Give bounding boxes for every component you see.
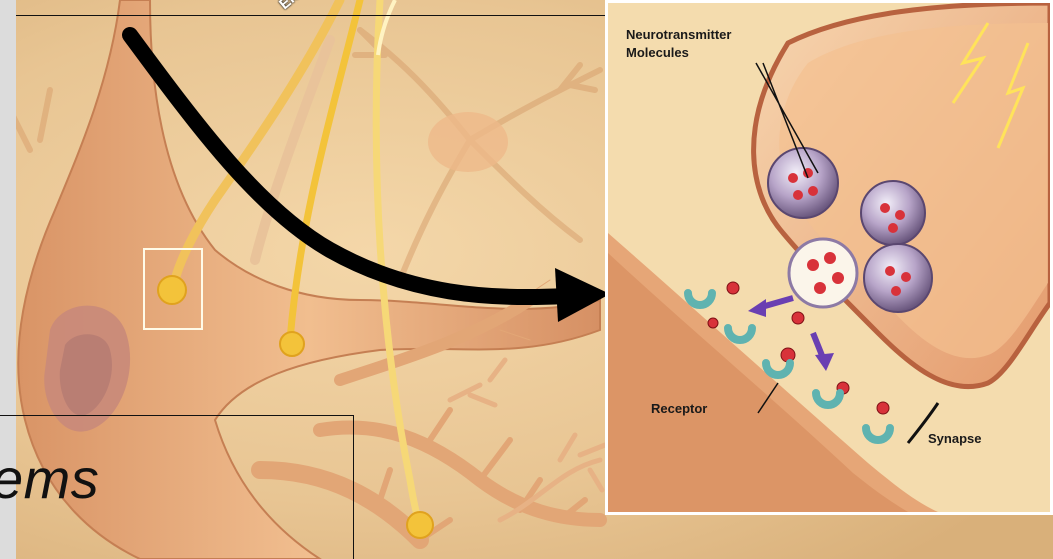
synapse-label: Synapse <box>928 431 981 446</box>
synapse-highlight-box <box>143 248 203 330</box>
synapse-inset-panel: Neurotransmitter Molecules Receptor Syna… <box>605 0 1053 515</box>
neurotransmitter-label: Neurotransmitter <box>626 27 731 42</box>
top-text-frame <box>16 0 676 16</box>
receptor-label: Receptor <box>651 401 707 416</box>
slide-title-textbox[interactable]: ems <box>0 415 354 559</box>
slide-title: ems <box>0 446 99 511</box>
synapse-diagram <box>608 3 1050 512</box>
molecules-label: Molecules <box>626 45 689 60</box>
